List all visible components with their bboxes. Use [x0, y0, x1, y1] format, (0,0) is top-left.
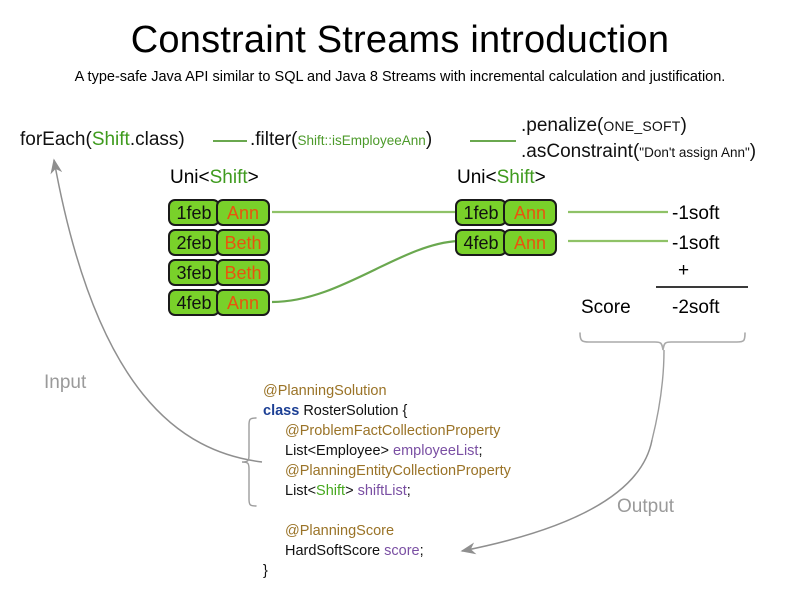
- shift-employee-cell: Beth: [216, 259, 270, 286]
- code-token: List<: [285, 483, 317, 499]
- page-subtitle: A type-safe Java API similar to SQL and …: [74, 69, 726, 85]
- foreach-expression: forEach(Shift.class): [20, 128, 185, 151]
- penalize-prefix: .penalize(: [521, 115, 604, 136]
- code-token: >: [345, 483, 358, 499]
- foreach-suffix: .class): [129, 129, 185, 150]
- output-label: Output: [617, 496, 675, 517]
- page-title: Constraint Streams introduction: [130, 19, 670, 61]
- code-token: employeeList: [393, 443, 479, 459]
- pipeline-link-1: [213, 140, 247, 142]
- code-line: HardSoftScore score;: [263, 541, 511, 561]
- filter-prefix: .filter(: [250, 129, 298, 150]
- code-token: class: [263, 403, 304, 419]
- shift-date-cell: 3feb: [168, 259, 220, 286]
- as-constraint-suffix: ): [749, 141, 757, 162]
- stream-connector-2: [271, 239, 459, 304]
- shift-date-cell: 1feb: [455, 199, 507, 226]
- code-token: Shift: [316, 483, 346, 499]
- score-sum-rule: [656, 286, 748, 288]
- code-token: }: [263, 563, 268, 579]
- input-label: Input: [44, 372, 87, 393]
- uni-right-prefix: Uni<: [457, 167, 497, 188]
- code-line: }: [263, 561, 511, 581]
- pipeline-link-2: [470, 140, 516, 142]
- penalize-suffix: ): [680, 115, 687, 136]
- code-token: HardSoftScore: [285, 543, 385, 559]
- code-line: class RosterSolution {: [263, 401, 511, 421]
- code-token: ;: [478, 443, 483, 459]
- uni-right-type: Shift: [496, 167, 535, 188]
- shift-date-cell: 4feb: [168, 289, 220, 316]
- uni-right-suffix: >: [534, 167, 546, 188]
- score-label: Score: [581, 297, 631, 318]
- code-token: List<Employee>: [285, 443, 394, 459]
- score-impact-2: -1soft: [672, 233, 720, 254]
- shift-employee-cell: Ann: [216, 199, 270, 226]
- as-constraint-expression: .asConstraint("Don't assign Ann"): [521, 140, 756, 164]
- uni-left-type: Shift: [209, 167, 248, 188]
- shift-date-cell: 2feb: [168, 229, 220, 256]
- code-token: ;: [406, 483, 411, 499]
- code-token: ;: [419, 543, 424, 559]
- code-line: List<Shift> shiftList;: [263, 481, 511, 501]
- as-constraint-prefix: .asConstraint(: [521, 141, 640, 162]
- uni-left-prefix: Uni<: [170, 167, 210, 188]
- shift-employee-cell: Ann: [503, 199, 557, 226]
- shift-date-cell: 4feb: [455, 229, 507, 256]
- shift-employee-cell: Beth: [216, 229, 270, 256]
- code-line: [263, 501, 511, 521]
- score-plus-operator: +: [678, 260, 690, 281]
- score-brace: [579, 332, 746, 351]
- foreach-prefix: forEach(: [20, 129, 92, 150]
- code-token: @PlanningSolution: [263, 383, 387, 399]
- shift-employee-cell: Ann: [216, 289, 270, 316]
- score-total: -2soft: [672, 297, 720, 318]
- as-constraint-argument: "Don't assign Ann": [639, 145, 750, 160]
- domain-model-code-block: @PlanningSolution class RosterSolution { @…: [263, 381, 511, 581]
- uni-label-left: Uni<Shift>: [170, 167, 259, 189]
- filter-argument: Shift::isEmployeeAnn: [297, 133, 426, 148]
- code-line: @PlanningScore: [263, 521, 511, 541]
- code-line: List<Employee> employeeList;: [263, 441, 511, 461]
- penalize-argument: ONE_SOFT: [603, 118, 681, 134]
- code-line: @ProblemFactCollectionProperty: [263, 421, 511, 441]
- score-impact-1: -1soft: [672, 203, 720, 224]
- code-field-brace: [241, 417, 257, 507]
- filter-expression: .filter(Shift::isEmployeeAnn): [250, 128, 432, 152]
- shift-employee-cell: Ann: [503, 229, 557, 256]
- penalize-expression: .penalize(ONE_SOFT): [521, 114, 687, 138]
- uni-left-suffix: >: [247, 167, 259, 188]
- code-line: @PlanningEntityCollectionProperty: [263, 461, 511, 481]
- filter-suffix: ): [425, 129, 433, 150]
- code-token: @PlanningScore: [285, 523, 395, 539]
- code-token: RosterSolution {: [303, 403, 408, 419]
- foreach-type: Shift: [91, 129, 130, 150]
- score-brace-stem: [651, 349, 665, 441]
- code-token: @ProblemFactCollectionProperty: [285, 423, 501, 439]
- code-token: score: [384, 543, 420, 559]
- code-token: shiftList: [357, 483, 407, 499]
- code-token: @PlanningEntityCollectionProperty: [285, 463, 511, 479]
- shift-date-cell: 1feb: [168, 199, 220, 226]
- code-token: [263, 503, 267, 519]
- uni-label-right: Uni<Shift>: [457, 167, 546, 189]
- code-line: @PlanningSolution: [263, 381, 511, 401]
